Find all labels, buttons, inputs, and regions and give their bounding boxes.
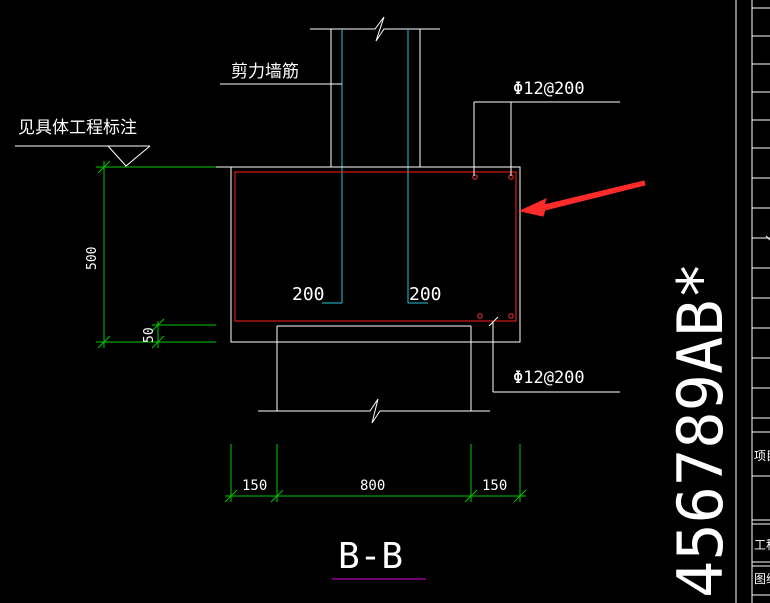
dim-50-label: 50 bbox=[142, 327, 157, 343]
rebar-dots bbox=[472, 174, 514, 319]
wall-rebars bbox=[322, 29, 428, 304]
vertical-marker-text: 456789AB* bbox=[664, 262, 737, 598]
title-block-label-3: 图纸 bbox=[754, 572, 770, 586]
rebar-cage bbox=[234, 171, 517, 322]
title-block-label-1: 项目 bbox=[754, 449, 770, 463]
wall-rebar-label: 剪力墙筋 bbox=[231, 62, 299, 82]
dim-150-left-label: 150 bbox=[242, 478, 267, 494]
dim-150-right-label: 150 bbox=[482, 478, 507, 494]
horizontal-dimensions bbox=[224, 444, 527, 503]
leader-top-rebar: Φ12@200 bbox=[473, 79, 620, 176]
dim-500-label: 500 bbox=[85, 247, 100, 270]
anchor-label-right: 200 bbox=[409, 284, 442, 305]
bottom-rebar-label: Φ12@200 bbox=[513, 368, 585, 388]
title-block bbox=[735, 0, 770, 603]
level-note-label: 见具体工程标注 bbox=[18, 118, 137, 138]
annotation-arrow bbox=[518, 180, 646, 217]
dim-800-label: 800 bbox=[360, 478, 385, 494]
leader-wall-rebar: 剪力墙筋 bbox=[220, 62, 342, 85]
shear-wall bbox=[310, 16, 440, 167]
title-block-label-2: 工程 bbox=[754, 537, 770, 552]
foundation-outline bbox=[230, 166, 521, 343]
lower-member bbox=[258, 325, 490, 424]
anchor-label-left: 200 bbox=[292, 284, 325, 305]
leader-bottom-rebar: Φ12@200 bbox=[488, 316, 620, 393]
level-mark: 见具体工程标注 bbox=[15, 118, 231, 168]
vertical-dimensions bbox=[96, 160, 216, 349]
top-rebar-label: Φ12@200 bbox=[513, 79, 585, 99]
section-title: B-B bbox=[338, 536, 403, 577]
